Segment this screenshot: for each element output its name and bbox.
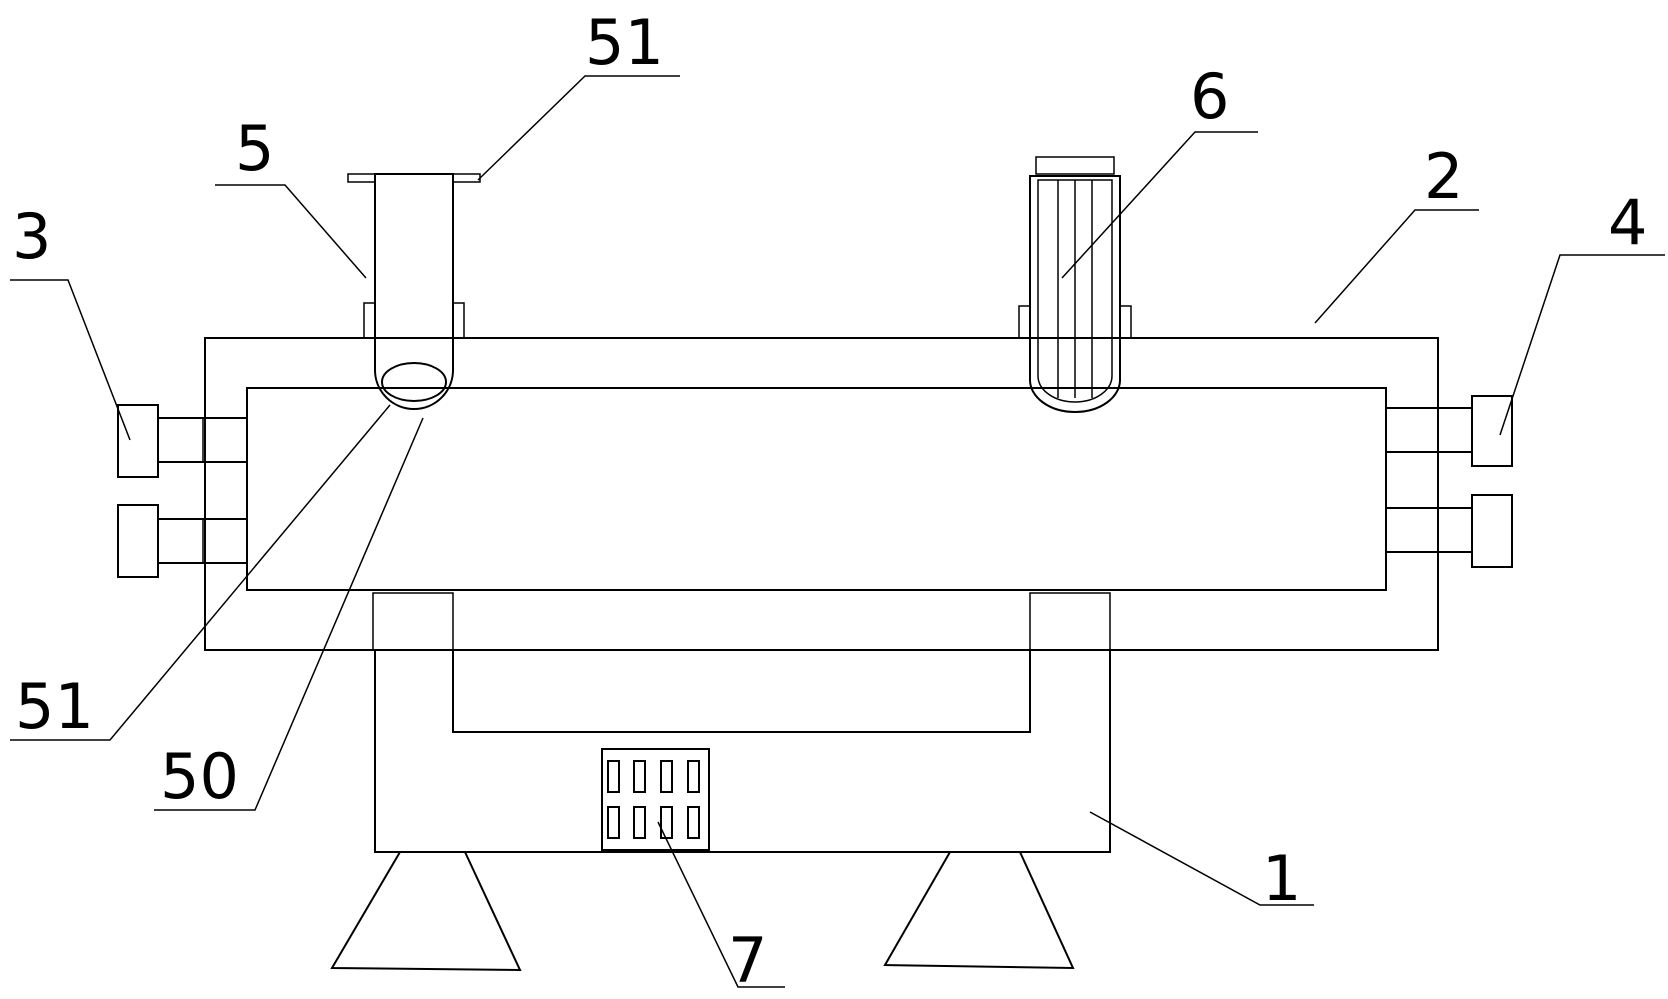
panel-slot [633,760,646,793]
pipe-collar-right [452,302,465,339]
label-50: 50 [160,740,239,813]
right-connector-lower [1471,494,1513,568]
foot-right [883,851,1075,970]
feet [330,851,1075,972]
panel-slot [660,806,673,839]
control-panel [601,748,710,851]
left-connectors [117,404,248,578]
label-1: 1 [1262,842,1301,915]
leader-6 [1061,131,1258,279]
panel-slot [687,806,700,839]
leader-7 [657,821,785,988]
support-block-left [372,592,454,651]
panel-slot [607,806,620,839]
pipe-body [374,173,454,339]
heater-sleeve [1029,175,1121,413]
base-outline [374,650,1111,853]
label-4: 4 [1608,186,1647,259]
pipe-outlet [374,337,454,410]
leader-51-top [477,75,680,181]
leader-1 [1089,811,1314,906]
leader-4 [1499,254,1665,436]
left-connector-upper [117,404,159,478]
right-connectors [1386,395,1513,568]
pipe-flange-top-left [347,173,376,183]
panel-slot [660,760,673,793]
heater [1018,156,1132,413]
pipe-valve [381,362,447,402]
leader-3 [10,279,131,441]
panel-slot [607,760,620,793]
inlet-pipe [347,173,481,410]
label-7: 7 [728,924,767,997]
foot-left [330,851,522,972]
leader-50 [154,417,424,811]
right-connector-upper [1471,395,1513,467]
labels: 3 5 51 6 2 4 51 50 1 7 [12,6,1647,997]
pipe-flange-top-right [452,173,481,183]
label-51-top: 51 [585,6,664,79]
heater-element [1037,179,1113,403]
heater-collar-left [1018,305,1031,339]
base-body [374,650,1111,853]
base-inner-frame [452,650,1031,733]
leader-2 [1314,209,1479,324]
label-3: 3 [12,200,51,273]
panel-slot [687,760,700,793]
label-6: 6 [1190,60,1229,133]
left-connector-lower [117,504,159,578]
tank-chamber [246,387,1387,591]
label-5: 5 [235,112,274,185]
label-2: 2 [1424,140,1463,213]
heater-cap [1035,156,1115,175]
leader-5 [215,184,367,279]
panel-slot [633,806,646,839]
heater-collar-right [1119,305,1132,339]
pipe-collar-left [363,302,376,339]
label-51-bottom: 51 [15,670,94,743]
leader-lines [10,75,1665,988]
control-panel-frame [601,748,710,851]
support-block-right [1029,592,1111,651]
leader-51-bottom [10,404,391,741]
